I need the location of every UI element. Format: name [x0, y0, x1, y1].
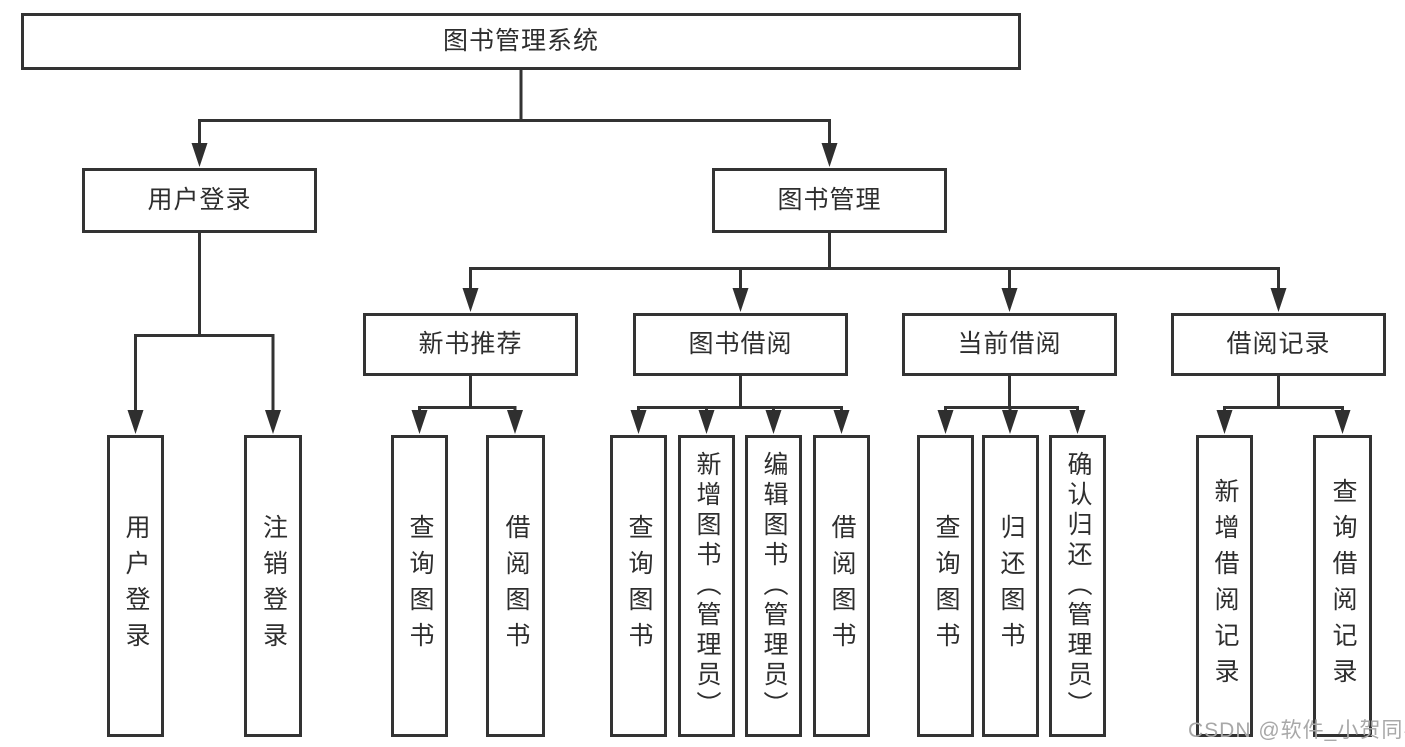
leaf-query-borrow-record-label: 查询借阅记录 — [1329, 478, 1357, 694]
leaf-add-book-admin: 新增图书（管理员） — [678, 435, 735, 737]
node-root-label: 图书管理系统 — [442, 27, 599, 55]
node-book-borrow: 图书借阅 — [633, 313, 848, 376]
leaf-query-books-1: 查询图书 — [391, 435, 448, 737]
leaf-query-borrow-record: 查询借阅记录 — [1313, 435, 1372, 737]
node-book-management-label: 图书管理 — [777, 186, 882, 214]
leaf-query-books-3-label: 查询图书 — [932, 514, 960, 658]
leaf-edit-book-admin-label: 编辑图书（管理员） — [760, 451, 788, 721]
csdn-watermark: CSDN @软件_小贺同学 — [1188, 719, 1405, 742]
leaf-confirm-return-admin: 确认归还（管理员） — [1049, 435, 1106, 737]
node-book-management: 图书管理 — [712, 168, 947, 233]
leaf-return-books-label: 归还图书 — [997, 514, 1025, 658]
leaf-user-login-label: 用户登录 — [122, 514, 150, 658]
leaf-query-books-2-label: 查询图书 — [625, 514, 653, 658]
node-new-book-recommend: 新书推荐 — [363, 313, 578, 376]
leaf-add-borrow-record-label: 新增借阅记录 — [1211, 478, 1239, 694]
leaf-add-book-admin-label: 新增图书（管理员） — [693, 451, 721, 721]
node-user-login: 用户登录 — [82, 168, 317, 233]
leaf-logout: 注销登录 — [244, 435, 302, 737]
node-new-book-recommend-label: 新书推荐 — [418, 330, 523, 358]
node-current-borrow-label: 当前借阅 — [957, 330, 1062, 358]
leaf-query-books-3: 查询图书 — [917, 435, 974, 737]
arrowheads — [127, 143, 1351, 434]
leaf-borrow-books-1: 借阅图书 — [486, 435, 545, 737]
node-borrow-record: 借阅记录 — [1171, 313, 1386, 376]
connector-borrow-record-group — [1223, 375, 1344, 412]
node-root: 图书管理系统 — [21, 13, 1021, 70]
node-current-borrow: 当前借阅 — [902, 313, 1117, 376]
connector-book-management-to-level3 — [469, 232, 1280, 290]
connector-root-to-level2 — [198, 69, 831, 145]
connector-current-borrow-group — [944, 375, 1079, 412]
leaf-query-books-2: 查询图书 — [610, 435, 667, 737]
leaf-borrow-books-2: 借阅图书 — [813, 435, 870, 737]
leaf-confirm-return-admin-label: 确认归还（管理员） — [1064, 451, 1092, 721]
leaf-logout-label: 注销登录 — [259, 514, 288, 658]
leaf-return-books: 归还图书 — [982, 435, 1039, 737]
leaf-edit-book-admin: 编辑图书（管理员） — [745, 435, 802, 737]
leaf-add-borrow-record: 新增借阅记录 — [1196, 435, 1253, 737]
leaf-query-books-1-label: 查询图书 — [406, 514, 434, 658]
node-book-borrow-label: 图书借阅 — [688, 330, 793, 358]
node-borrow-record-label: 借阅记录 — [1226, 330, 1331, 358]
leaf-borrow-books-1-label: 借阅图书 — [502, 514, 530, 658]
leaf-user-login: 用户登录 — [107, 435, 164, 737]
connector-new-book-group — [418, 375, 517, 412]
leaf-borrow-books-2-label: 借阅图书 — [828, 514, 856, 658]
connector-book-borrow-group — [637, 375, 843, 412]
connector-user-login-to-leaves — [134, 232, 275, 412]
node-user-login-label: 用户登录 — [147, 186, 252, 214]
